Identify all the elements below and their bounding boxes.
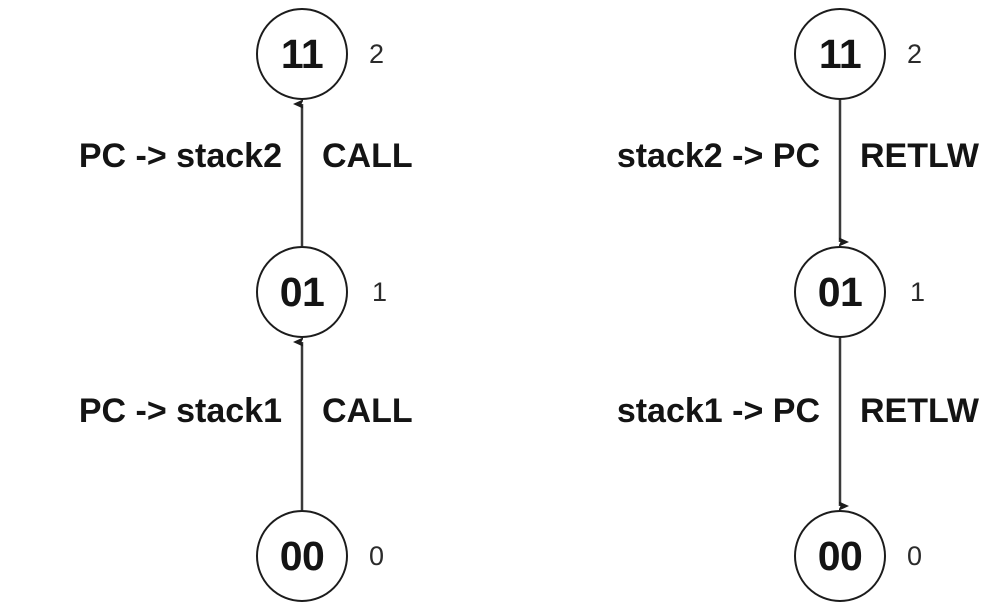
state-node-label: 01 (817, 268, 863, 315)
stack-depth-left-1: 1 (372, 277, 388, 307)
state-node-label: 01 (279, 268, 325, 315)
left-edge-lower-action: PC -> stack1 (78, 392, 282, 430)
state-node-label: 11 (818, 30, 862, 77)
left-edge-lower-instruction: CALL (322, 392, 413, 430)
stack-depth-right-2: 2 (907, 39, 923, 69)
stack-depth-right-0: 0 (907, 541, 923, 571)
state-node-right-00[interactable]: 00 (794, 510, 886, 602)
right-edge-upper-instruction: RETLW (860, 137, 979, 175)
state-node-label: 00 (279, 532, 325, 579)
state-node-label: 11 (280, 30, 324, 77)
stack-depth-right-1: 1 (910, 277, 926, 307)
state-node-right-01[interactable]: 01 (794, 246, 886, 338)
right-edge-upper-action: stack2 -> PC (616, 137, 820, 175)
stack-depth-left-2: 2 (369, 39, 385, 69)
left-edge-upper-instruction: CALL (322, 137, 413, 175)
state-node-right-11[interactable]: 11 (794, 8, 886, 100)
state-node-left-11[interactable]: 11 (256, 8, 348, 100)
state-node-label: 00 (817, 532, 863, 579)
right-edge-lower-action: stack1 -> PC (616, 392, 820, 430)
stack-depth-left-0: 0 (369, 541, 385, 571)
left-edge-upper-action: PC -> stack2 (78, 137, 282, 175)
state-node-left-00[interactable]: 00 (256, 510, 348, 602)
state-node-left-01[interactable]: 01 (256, 246, 348, 338)
right-edge-lower-instruction: RETLW (860, 392, 979, 430)
